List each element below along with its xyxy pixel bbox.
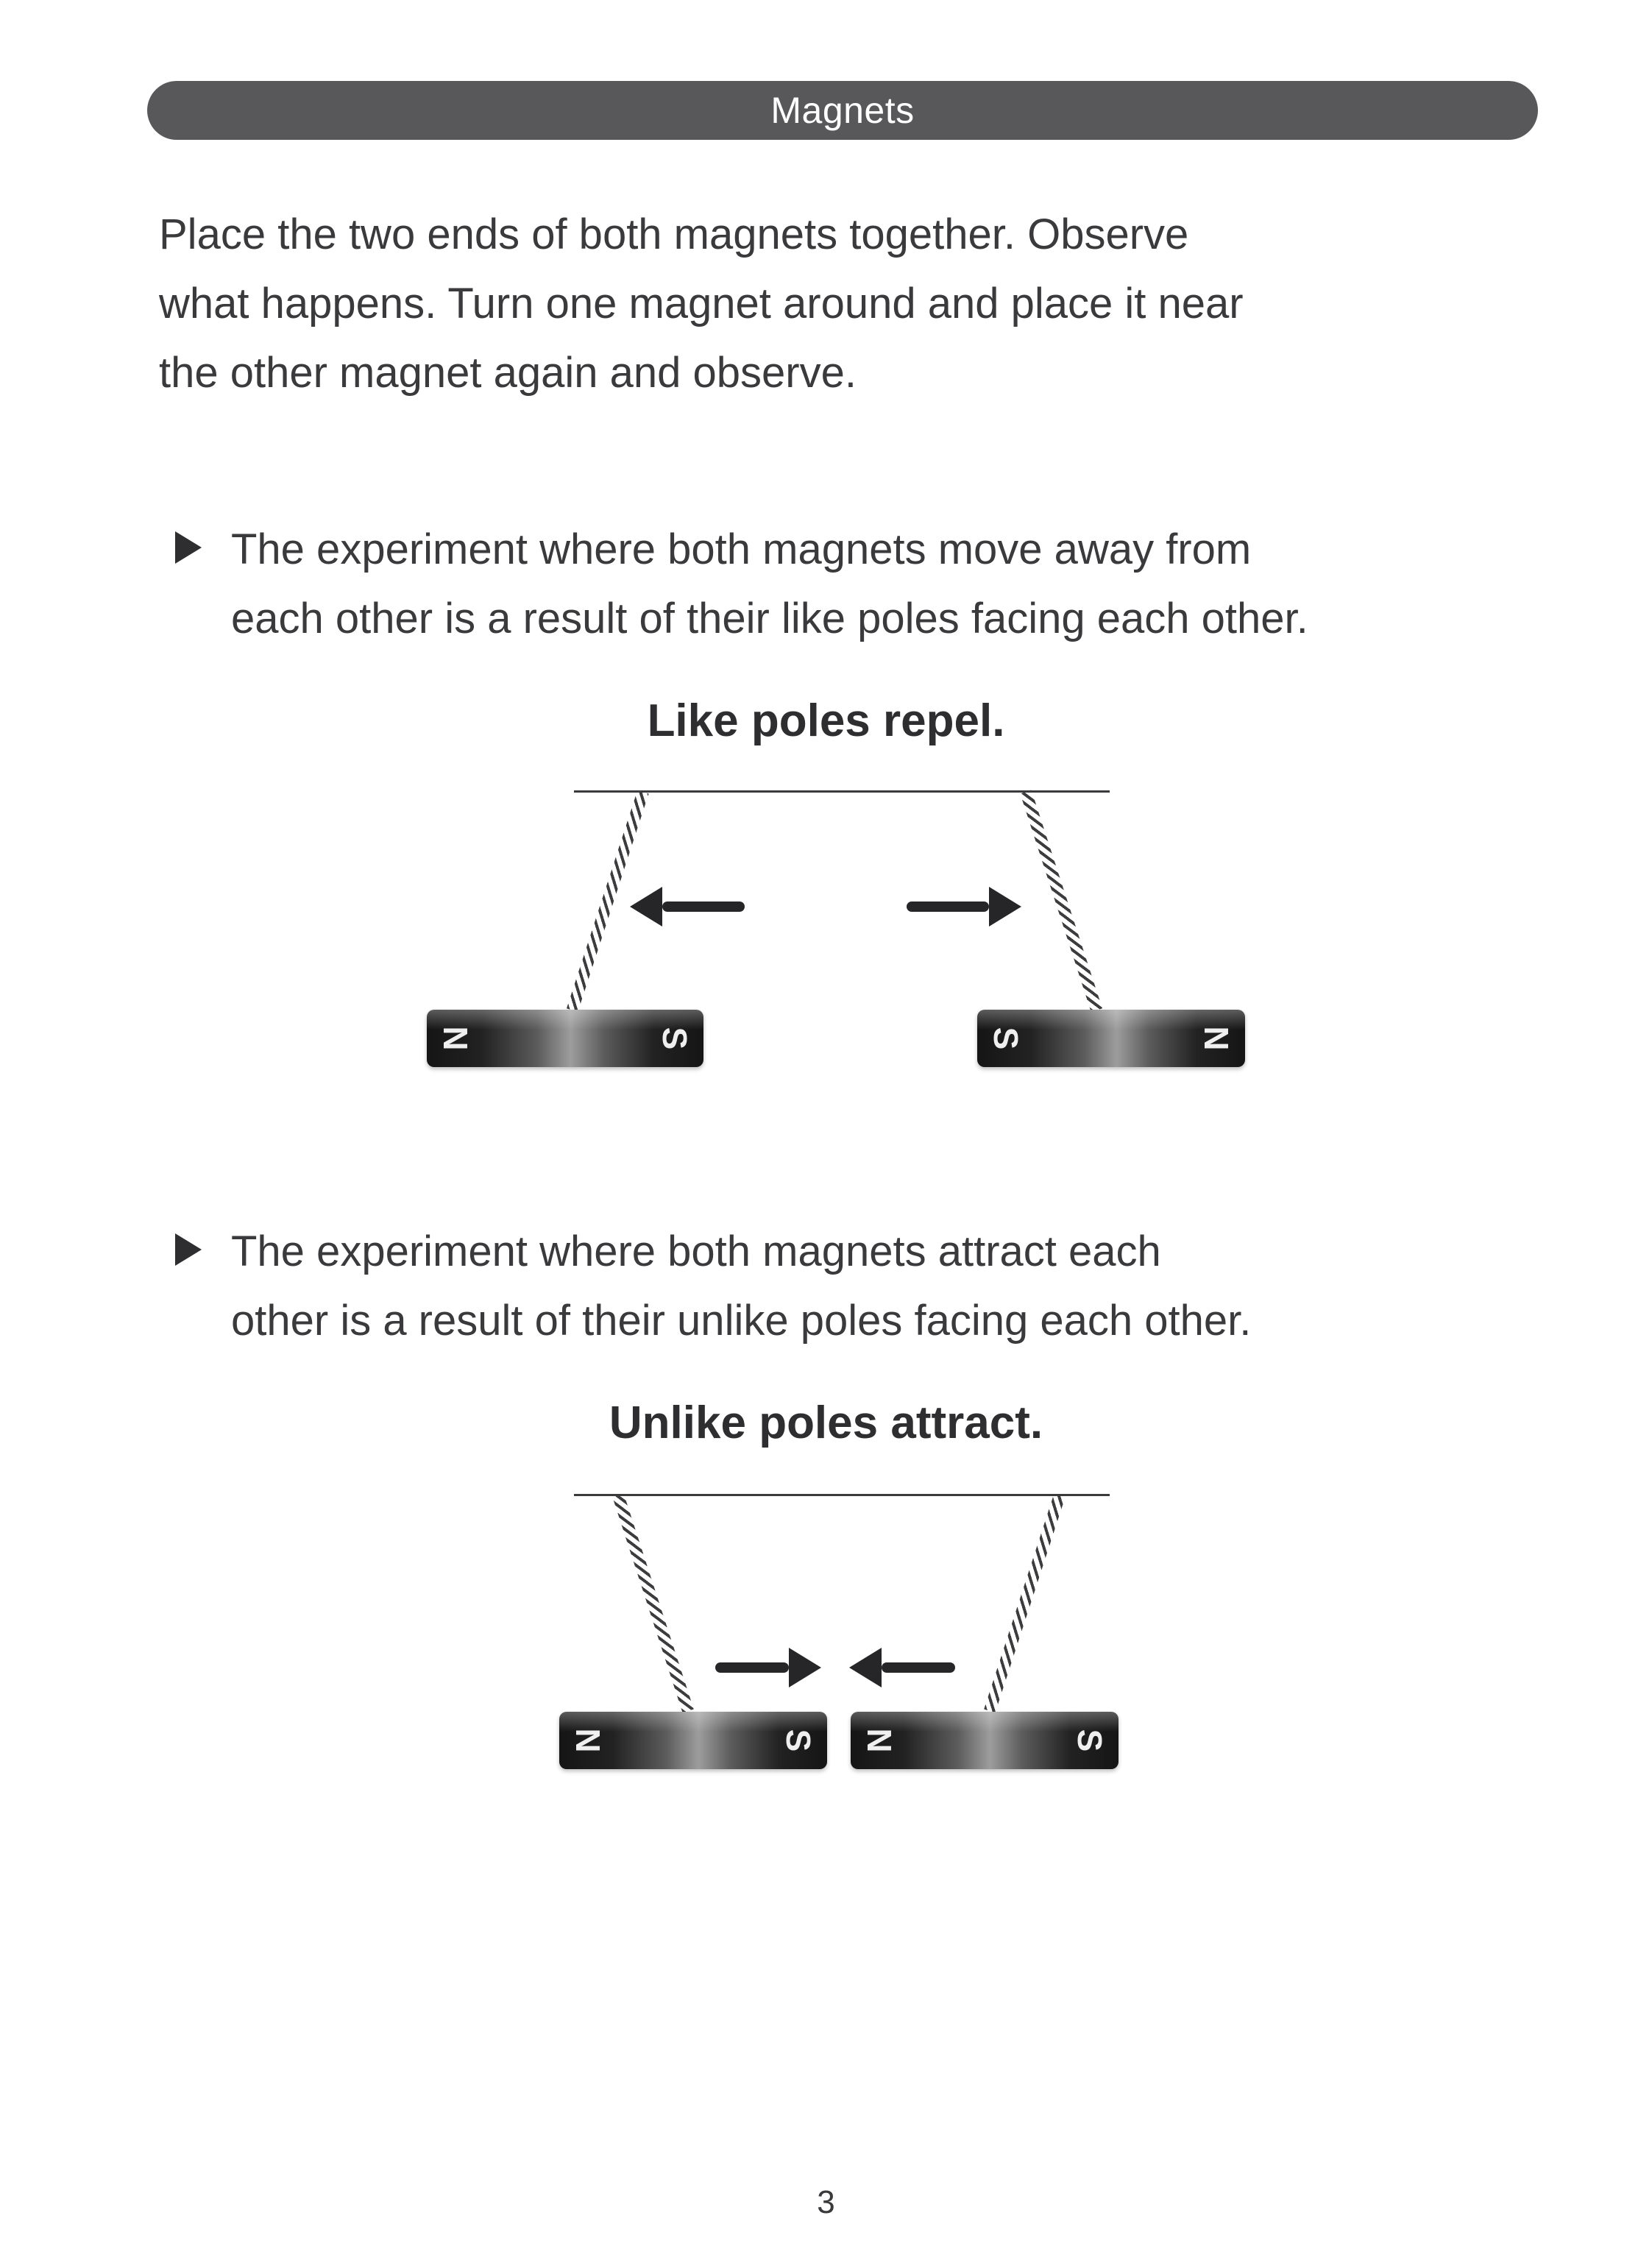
caption-unlike-poles-attract: Unlike poles attract.	[609, 1398, 1043, 1448]
arrow-head	[989, 887, 1021, 927]
arrow-shaft	[907, 901, 989, 912]
arrow-left-icon	[849, 1648, 955, 1687]
magnet-left: N S	[559, 1712, 827, 1769]
string-left	[612, 1493, 694, 1713]
page-header-bar: Magnets	[147, 81, 1538, 140]
page-number: 3	[817, 2184, 835, 2220]
arrow-right-icon	[907, 887, 1021, 927]
string-right	[1020, 790, 1103, 1013]
bullet-text: The experiment where both magnets attrac…	[231, 1228, 1252, 1345]
pole-label: N	[1197, 1026, 1236, 1051]
arrow-shaft	[715, 1662, 789, 1673]
arrow-head	[849, 1648, 882, 1687]
caption-like-poles-repel: Like poles repel.	[647, 695, 1005, 746]
bullet-item-attract: The experiment where both magnets attrac…	[175, 1217, 1500, 1356]
bullet-item-repel: The experiment where both magnets move a…	[175, 515, 1500, 653]
magnet-left: N S	[427, 1010, 703, 1067]
pole-label: S	[656, 1027, 694, 1050]
magnet-right: S N	[977, 1010, 1245, 1067]
ceiling-line	[574, 1494, 1110, 1496]
ceiling-line	[574, 790, 1110, 793]
pole-label: N	[860, 1728, 898, 1753]
pole-label: N	[569, 1728, 607, 1753]
pole-label: N	[436, 1026, 475, 1051]
pole-label: S	[779, 1729, 818, 1752]
string-right	[984, 1493, 1066, 1713]
arrow-shaft	[882, 1662, 955, 1673]
arrow-shaft	[662, 901, 745, 912]
arrow-head	[630, 887, 662, 927]
magnet-right: N S	[851, 1712, 1119, 1769]
pole-label: S	[1071, 1729, 1109, 1752]
arrow-right-icon	[715, 1648, 821, 1687]
arrow-left-icon	[630, 887, 745, 927]
bullet-triangle-icon	[175, 531, 202, 564]
pole-label: S	[987, 1027, 1025, 1050]
diagram-like-poles-repel: N S S N	[0, 790, 1652, 1085]
diagram-unlike-poles-attract: N S N S	[0, 1493, 1652, 1788]
arrow-head	[789, 1648, 821, 1687]
bullet-triangle-icon	[175, 1233, 202, 1266]
intro-paragraph: Place the two ends of both magnets toget…	[159, 210, 1244, 397]
page-title: Magnets	[770, 90, 915, 131]
bullet-text: The experiment where both magnets move a…	[231, 525, 1308, 642]
